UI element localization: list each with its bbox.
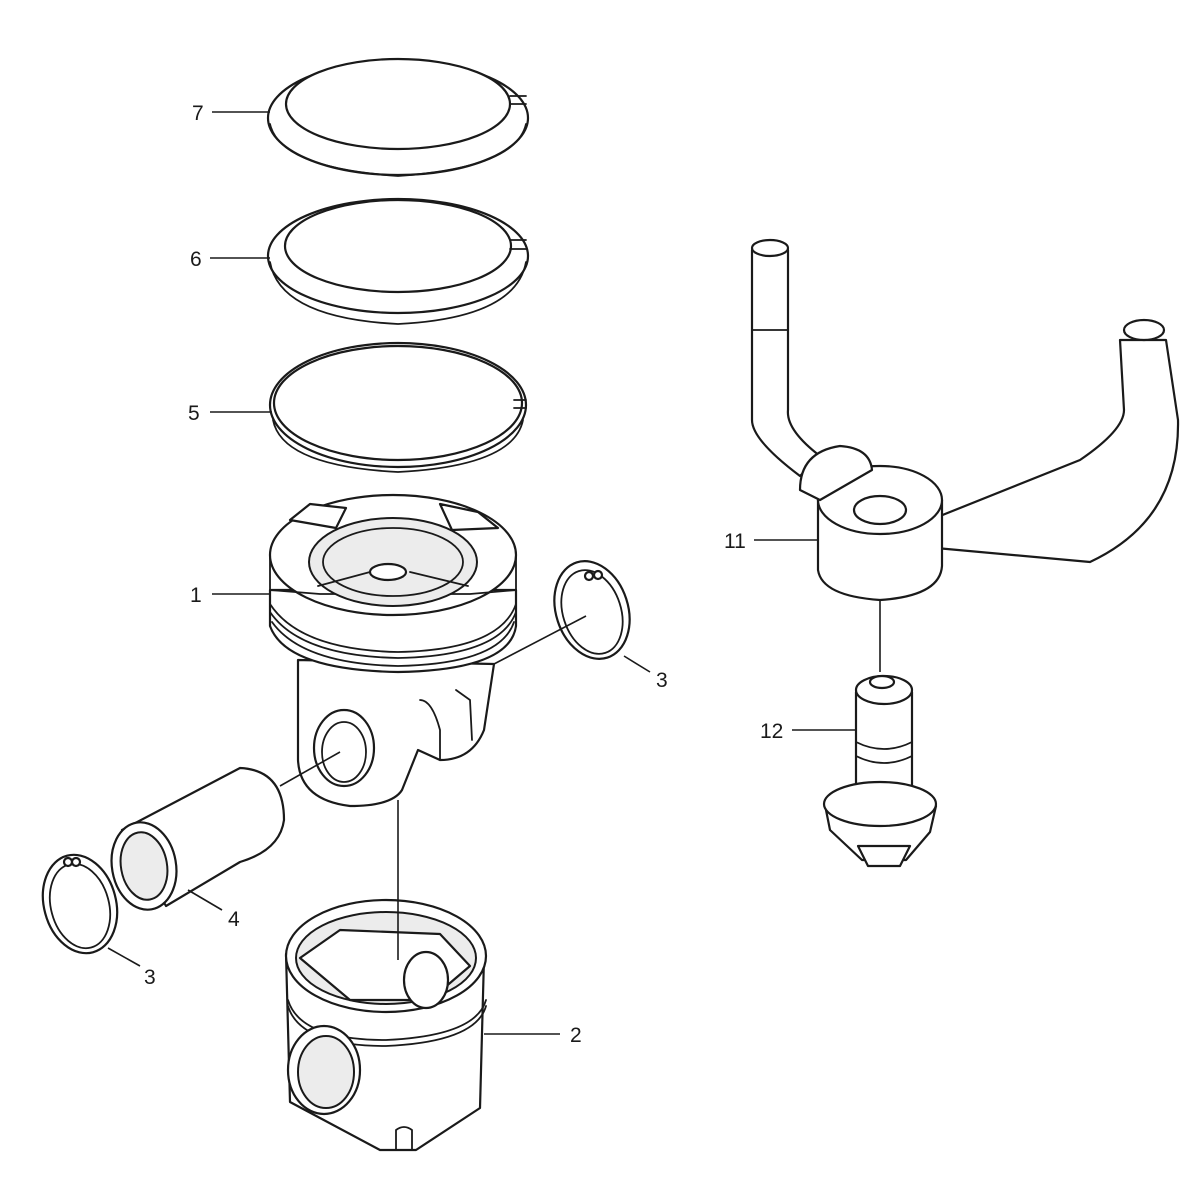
snap-ring-3-right	[553, 560, 631, 660]
nozzle-valve	[822, 674, 938, 868]
piston-skirt	[284, 898, 488, 1152]
callout-6: 6	[190, 248, 202, 271]
ring-7	[266, 57, 530, 177]
callout-3-right: 3	[656, 669, 668, 692]
assembly-line-pin	[279, 751, 341, 787]
ring-6	[266, 197, 530, 325]
leader-3-left	[107, 947, 141, 967]
callout-12: 12	[760, 720, 783, 743]
piston-pin	[110, 766, 286, 911]
piston-crown	[268, 493, 518, 808]
callout-11: 11	[724, 530, 746, 553]
callout-4: 4	[228, 908, 240, 931]
leader-4	[187, 889, 223, 911]
snap-ring-3-left	[41, 853, 119, 955]
ring-5	[268, 341, 528, 473]
callout-7: 7	[192, 102, 204, 125]
leader-3-right-b	[623, 655, 651, 673]
nozzle-bracket	[750, 238, 1180, 602]
callout-5: 5	[188, 402, 200, 425]
callout-3-left: 3	[144, 966, 156, 989]
callout-2: 2	[570, 1024, 582, 1047]
callout-1: 1	[190, 584, 202, 607]
leader-3-right	[493, 615, 587, 665]
